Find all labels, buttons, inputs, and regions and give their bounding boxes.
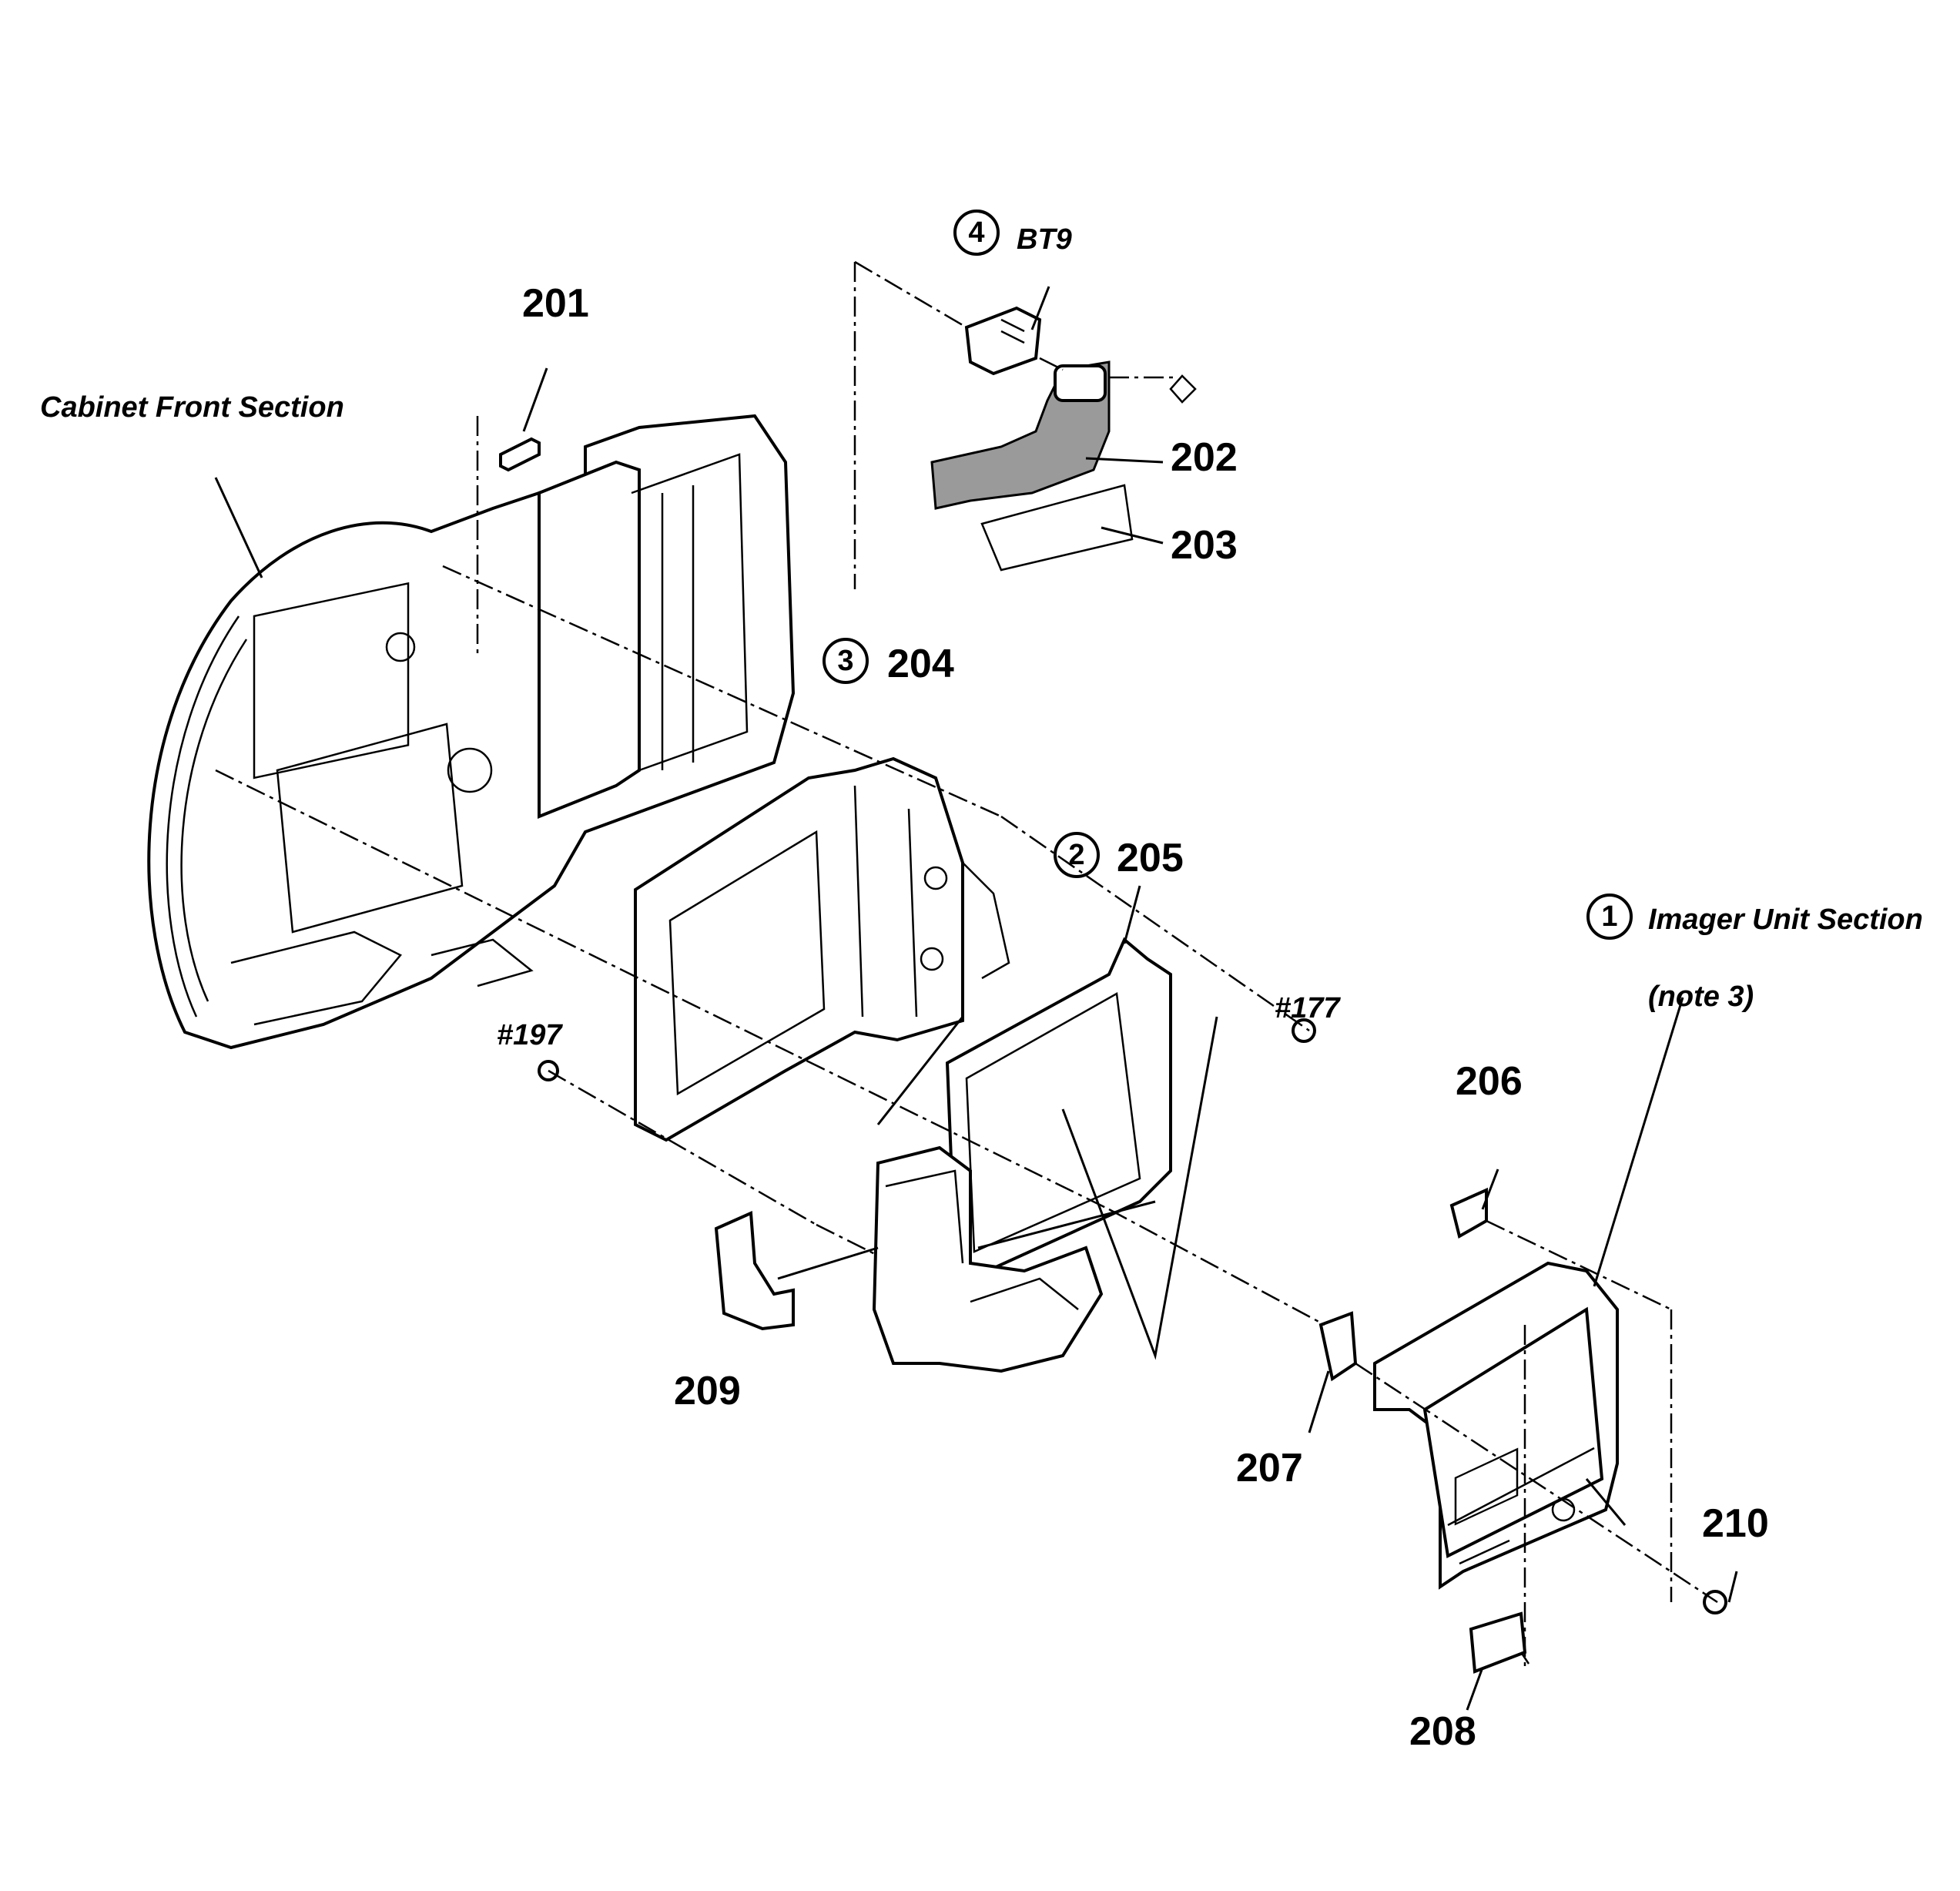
part-label-207: 207 — [1236, 1446, 1303, 1490]
part-205-drawing — [872, 937, 1172, 1373]
ref-circle-2: 2 — [1054, 832, 1100, 878]
part-209-drawing — [714, 1211, 795, 1331]
imager-unit-drawing — [538, 885, 1738, 1711]
part-201-drawing — [499, 367, 548, 472]
bt9-label: BT9 — [1017, 223, 1072, 256]
alignment-lines — [214, 260, 1718, 1671]
part-label-202: 202 — [1171, 435, 1238, 480]
part-label-208: 208 — [1409, 1709, 1476, 1754]
imager-unit-section-label: Imager Unit Section — [1648, 904, 1923, 936]
ref-circle-3: 3 — [823, 638, 869, 684]
part-label-206: 206 — [1456, 1059, 1523, 1104]
part-label-203: 203 — [1171, 523, 1238, 568]
cabinet-front-section-drawing — [147, 414, 796, 1050]
screw-label-177: #177 — [1275, 992, 1340, 1024]
part-label-205: 205 — [1117, 836, 1184, 880]
ref-circle-1: 1 — [1586, 894, 1633, 940]
part-204-drawing — [634, 756, 1010, 1142]
note-label: (note 3) — [1648, 981, 1754, 1013]
part-label-210: 210 — [1702, 1501, 1769, 1546]
part-label-201: 201 — [522, 281, 589, 326]
ref-circle-4: 4 — [953, 210, 1000, 256]
part-label-204: 204 — [887, 642, 954, 686]
screw-label-197: #197 — [497, 1019, 562, 1051]
bt9-202-203-drawing — [930, 286, 1197, 572]
cabinet-front-section-label: Cabinet Front Section — [40, 391, 344, 424]
part-label-209: 209 — [674, 1369, 741, 1413]
